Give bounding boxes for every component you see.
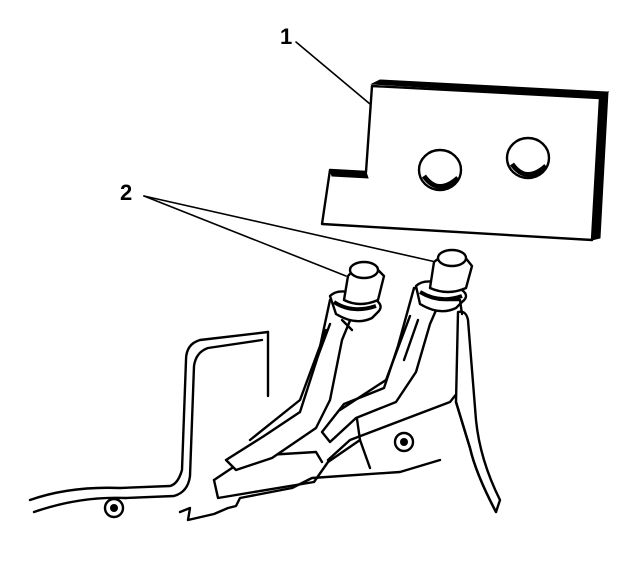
plate-hole-left [417, 148, 463, 192]
callout-1-label: 1 [280, 24, 292, 49]
bolt-right-icon [393, 431, 415, 453]
callout-2-leaders [143, 195, 437, 277]
callout-1-leader [295, 41, 371, 105]
heater-core-housing [28, 310, 502, 522]
heater-core-pipe-right [320, 248, 474, 444]
heater-core-pipe-left [224, 260, 386, 472]
bolt-left-icon [103, 497, 125, 519]
pipe-outline-rear [248, 298, 464, 442]
plate-hole-right [505, 136, 551, 180]
callout-2-label: 2 [120, 180, 132, 205]
part-1-seal-plate [320, 79, 610, 242]
